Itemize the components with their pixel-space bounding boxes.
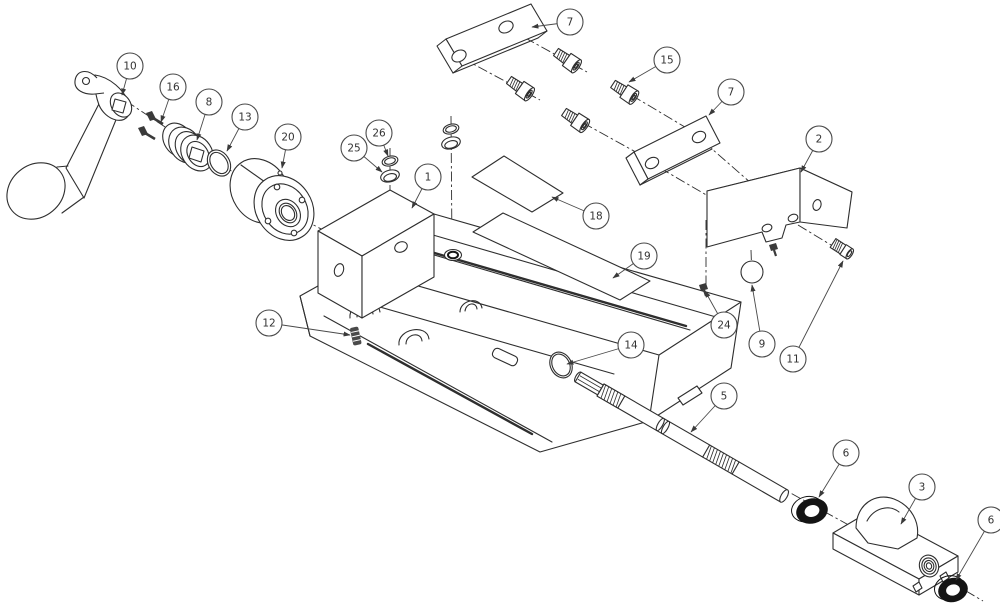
svg-text:14: 14 xyxy=(624,340,638,352)
washer-25 xyxy=(380,169,400,183)
jaw-plate-rear xyxy=(625,115,721,186)
movable-jaw xyxy=(706,167,853,257)
callout-26: 26 xyxy=(365,119,393,157)
callout-6-rear: 6 xyxy=(955,506,1000,581)
fixed-jaw xyxy=(317,189,435,319)
spring-pin xyxy=(350,326,362,346)
callout-16: 16 xyxy=(159,73,187,123)
svg-text:7: 7 xyxy=(567,17,574,29)
callout-7-rear: 7 xyxy=(708,78,745,116)
svg-text:5: 5 xyxy=(721,391,728,403)
svg-text:15: 15 xyxy=(660,55,673,67)
callout-10: 10 xyxy=(116,52,144,96)
svg-text:2: 2 xyxy=(816,134,823,146)
callout-18: 18 xyxy=(551,196,610,230)
washer-ring-pair-rear xyxy=(441,123,461,150)
callout-24: 24 xyxy=(704,290,738,339)
handle xyxy=(6,71,133,220)
svg-text:25: 25 xyxy=(347,143,360,155)
svg-text:16: 16 xyxy=(166,82,180,94)
nut-block xyxy=(832,496,959,596)
callout-20: 20 xyxy=(274,123,302,169)
svg-text:6: 6 xyxy=(843,448,850,460)
callout-9: 9 xyxy=(748,284,776,358)
o-ring-13 xyxy=(206,149,232,177)
callout-19: 19 xyxy=(612,242,658,279)
svg-text:7: 7 xyxy=(728,87,735,99)
cover-plate-18 xyxy=(471,155,564,213)
callout-11: 11 xyxy=(779,260,844,373)
callout-2: 2 xyxy=(800,125,833,173)
svg-text:19: 19 xyxy=(637,251,650,263)
callout-5: 5 xyxy=(690,382,738,433)
svg-text:10: 10 xyxy=(123,61,136,73)
swivel-flange xyxy=(229,158,315,241)
svg-text:8: 8 xyxy=(206,97,213,109)
retaining-ring-26 xyxy=(381,155,399,167)
handle-set-screws xyxy=(138,111,164,141)
svg-text:12: 12 xyxy=(262,318,275,330)
callout-15: 15 xyxy=(628,46,681,83)
svg-text:13: 13 xyxy=(238,112,251,124)
svg-text:1: 1 xyxy=(425,172,432,184)
svg-text:20: 20 xyxy=(281,132,294,144)
ball xyxy=(740,260,764,284)
svg-text:24: 24 xyxy=(717,320,731,332)
svg-text:18: 18 xyxy=(589,211,602,223)
thrust-washer-rear xyxy=(934,575,968,603)
jaw-plate-front xyxy=(436,3,548,74)
thrust-washer-front xyxy=(791,495,828,524)
callout-25: 25 xyxy=(340,134,383,173)
callout-1: 1 xyxy=(411,163,442,209)
svg-text:26: 26 xyxy=(372,128,386,140)
cover-plate-19 xyxy=(472,212,651,301)
svg-text:3: 3 xyxy=(919,482,926,494)
callout-7-front: 7 xyxy=(531,8,584,36)
svg-text:11: 11 xyxy=(786,354,799,366)
lead-screw xyxy=(574,371,790,503)
set-screw-11 xyxy=(829,238,855,260)
cap-screws xyxy=(503,45,642,135)
callout-6-front: 6 xyxy=(818,439,860,498)
svg-text:9: 9 xyxy=(759,339,766,351)
callout-12: 12 xyxy=(255,309,351,337)
svg-text:6: 6 xyxy=(988,515,995,527)
callout-3: 3 xyxy=(900,473,936,525)
callout-8: 8 xyxy=(195,88,223,141)
callout-13: 13 xyxy=(226,103,259,152)
callout-14: 14 xyxy=(566,331,645,365)
